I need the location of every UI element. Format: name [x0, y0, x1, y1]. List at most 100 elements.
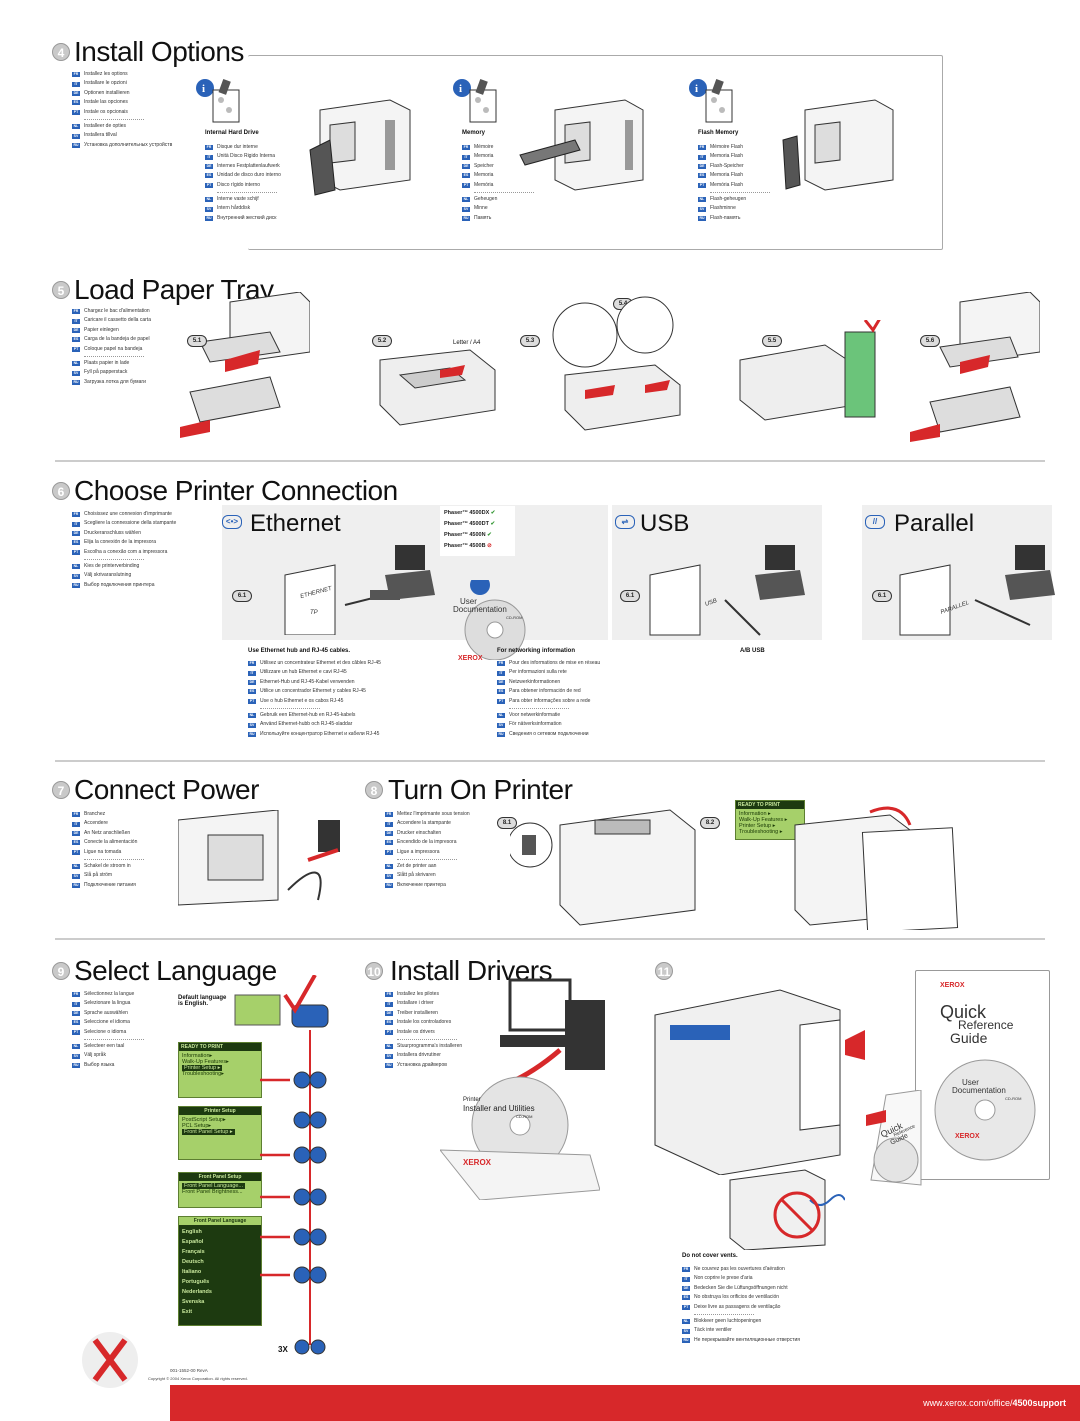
lang-text: Selezionare la lingua — [84, 1000, 131, 1007]
printer-memory-illustration — [515, 90, 645, 205]
lang-text: Druckeranschluss wählen — [84, 529, 141, 536]
lang-text: Mémoire Flash — [710, 144, 744, 150]
lang-code: RU — [72, 883, 80, 889]
lang-text: Papier einlegen — [84, 326, 119, 333]
default-language-note: Default language is English. — [178, 995, 227, 1007]
lang-text: Installare i driver — [397, 1000, 434, 1007]
language-option[interactable]: English — [182, 1229, 202, 1235]
lang-text: Selecteer een taal — [84, 1043, 125, 1050]
lang-code: PT — [72, 346, 80, 352]
qrg-title-guide: Guide — [950, 1030, 988, 1046]
lang-text: Memória Flash — [710, 181, 744, 188]
language-option[interactable]: Português — [182, 1279, 210, 1285]
lang-code: FR — [72, 512, 80, 518]
lang-text: Internes Festplattenlaufwerk — [217, 162, 280, 169]
svg-text:i: i — [202, 83, 205, 95]
lang-text: Geheugen — [474, 196, 498, 203]
lang-code: RU — [682, 1338, 690, 1344]
language-option[interactable]: Français — [182, 1249, 205, 1255]
support-url-suffix[interactable]: 4500support — [1012, 1398, 1066, 1408]
part-number: 001-1552-00 RevA — [170, 1368, 208, 1373]
model-4500n: Phaser™ 4500N ✔ — [444, 532, 492, 538]
lang-text: Загрузка лотка для бумаги — [84, 378, 146, 385]
usb-icon: ⇌ — [615, 515, 635, 529]
step-11-badge: 11 — [655, 962, 673, 980]
lang-code: FR — [385, 812, 393, 818]
press-three-times: 3X — [278, 1345, 288, 1354]
lang-text: Branchez — [84, 811, 106, 817]
divider-3 — [55, 938, 1045, 940]
lang-code: NL — [72, 864, 80, 870]
lang-text: Установка драйверов — [397, 1061, 447, 1068]
lang-code: FR — [72, 309, 80, 315]
step-8-title: Turn On Printer — [388, 774, 573, 805]
lang-code: SV — [72, 573, 80, 579]
lang-code: IT — [248, 670, 256, 676]
lang-code: RU — [72, 380, 80, 386]
language-option[interactable]: Italiano — [182, 1269, 202, 1275]
lang-text: Para obter informações sobre a rede — [509, 697, 591, 704]
lang-code: ES — [385, 1020, 393, 1026]
lang-text: Chargez le bac d'alimentation — [84, 308, 150, 314]
lang-divider — [474, 192, 534, 194]
lang-text: Utilisez un concentrateur Ethernet et de… — [260, 660, 381, 666]
cd-rom-label: CD-ROM — [506, 615, 523, 620]
lang-text: Accendere la stampante — [397, 820, 451, 827]
lang-code: NL — [698, 197, 706, 203]
ethernet-title: Ethernet — [250, 510, 341, 537]
lang-text: Instale os drivers — [397, 1028, 435, 1035]
cd-xerox-logo: XEROX — [458, 655, 483, 662]
language-option[interactable]: Español — [182, 1239, 204, 1245]
lang-code: ES — [205, 173, 213, 179]
lang-code: FR — [72, 812, 80, 818]
support-url-prefix[interactable]: www.xerox.com/office/ — [923, 1398, 1013, 1408]
lang-code: SV — [72, 873, 80, 879]
callout-6-1-ethernet: 6.1 — [232, 590, 252, 602]
lang-code: PT — [205, 182, 213, 188]
lang-code: ES — [462, 173, 470, 179]
lang-text: Ligue a impressora — [397, 848, 440, 855]
lang-text: Slått på skrivaren — [397, 872, 436, 879]
lang-code: DE — [682, 1286, 690, 1292]
lang-text: Flash-память — [710, 214, 741, 221]
step-4-badge: 4 — [52, 43, 70, 61]
language-option[interactable]: Exit — [182, 1309, 193, 1315]
lang-text: Speicher — [474, 162, 494, 169]
lang-divider — [84, 1039, 144, 1041]
language-option[interactable]: Svenska — [182, 1299, 205, 1305]
lang-text: Memória — [474, 181, 494, 188]
lang-text: Memoria Flash — [710, 153, 744, 160]
ethernet-tp-label: TP — [310, 610, 318, 616]
lang-code: PT — [72, 549, 80, 555]
lang-text: Accendere — [84, 820, 108, 827]
language-option[interactable]: Deutsch — [182, 1259, 204, 1265]
language-option[interactable]: Nederlands — [182, 1289, 212, 1295]
step-9-badge: 9 — [52, 962, 70, 980]
lang-text: Carga de la bandeja de papel — [84, 336, 150, 343]
lang-code: PT — [248, 698, 256, 704]
lang-text: Не перекрывайте вентиляционные отверстия — [694, 1336, 800, 1343]
lang-text: Ethernet-Hub und RJ-45-Kabel verwenden — [260, 678, 355, 685]
step-5-title: Load Paper Tray — [74, 274, 274, 305]
